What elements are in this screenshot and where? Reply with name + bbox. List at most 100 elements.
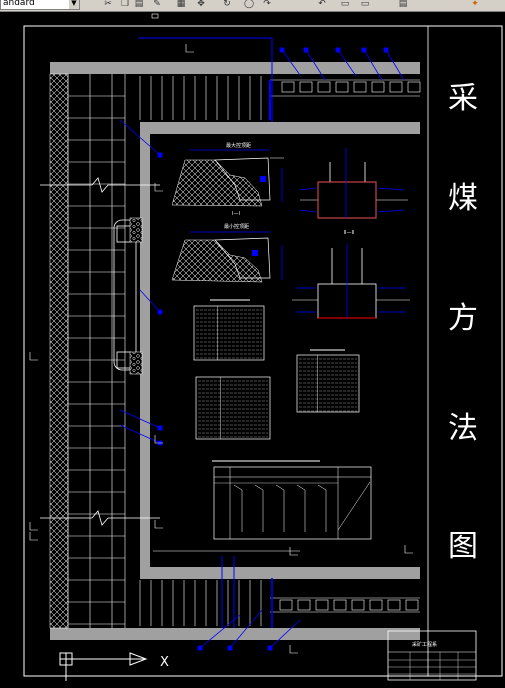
support-block-1 — [129, 217, 143, 243]
section-markers — [29, 44, 413, 654]
break-lines — [40, 177, 160, 526]
lower-roadway-chock — [387, 599, 401, 611]
title-char-4: 法 — [448, 411, 478, 446]
table-3 — [296, 349, 360, 413]
callout-leader — [385, 49, 405, 81]
support-column — [113, 219, 137, 371]
callout-leader — [229, 609, 263, 649]
max-control-section: 最大控顶距 Ⅰ—Ⅰ — [171, 142, 284, 217]
support-block-2 — [129, 351, 143, 375]
upper-roadway-chock — [299, 81, 313, 93]
callout-leader — [119, 119, 161, 156]
cycle-line — [296, 484, 306, 532]
upper-roadway-chock — [389, 81, 403, 93]
properties-icon[interactable]: ▤ — [398, 0, 408, 9]
upper-roadway-chock — [281, 81, 295, 93]
window-icon[interactable]: ▭ — [340, 0, 350, 9]
title-char-3: 方 — [448, 301, 478, 336]
roadway-section-1: Ⅱ—Ⅱ — [299, 148, 408, 236]
callout-tag — [279, 47, 285, 53]
cycle-line — [233, 484, 243, 532]
title-char-5: 图 — [448, 529, 478, 564]
pan-icon[interactable]: ✥ — [197, 0, 205, 9]
cycle-chart — [212, 460, 372, 540]
face-rows — [68, 95, 125, 625]
callout-leaders — [119, 47, 405, 651]
title-column — [427, 25, 503, 677]
callout-leader — [199, 614, 241, 649]
title-block: 采矿工程系 — [387, 630, 477, 681]
title-block-name: 采矿工程系 — [412, 641, 437, 648]
lower-roadway-chock — [405, 599, 419, 611]
drawing-canvas[interactable]: 采 煤 方 法 图 最大控顶距 — [0, 11, 505, 688]
lower-roadway-chock — [315, 599, 329, 611]
center-mark — [151, 13, 159, 19]
lower-roadway-chock — [297, 599, 311, 611]
layers-icon[interactable]: ▭ — [360, 0, 370, 9]
section-label-2: Ⅱ—Ⅱ — [344, 230, 354, 236]
callout-leader — [119, 424, 161, 444]
upper-roadway-chock — [353, 81, 367, 93]
callout-tag — [361, 47, 367, 53]
table-contents — [196, 306, 357, 439]
lower-roadway-chock — [369, 599, 383, 611]
max-control-caption: 最大控顶距 — [226, 142, 251, 149]
callout-tag — [157, 152, 163, 158]
lower-roadway-supports — [139, 580, 420, 626]
redo-icon[interactable]: ↷ — [263, 0, 271, 9]
title-char-1: 采 — [448, 81, 478, 116]
lower-roadway-chock — [279, 599, 293, 611]
callout-leader — [139, 289, 161, 313]
roadway-walls — [50, 62, 420, 640]
table-1 — [193, 299, 265, 361]
callout-leader — [281, 49, 301, 76]
callout-leader — [337, 49, 357, 77]
copy-icon[interactable]: ❐ — [120, 0, 130, 9]
rotate-icon[interactable]: ↻ — [223, 0, 231, 9]
lower-roadway-chock — [351, 599, 365, 611]
callout-tag — [197, 645, 203, 651]
callout-tag — [335, 47, 341, 53]
paste-icon[interactable]: ▤ — [134, 0, 144, 9]
axis-x-label: X — [160, 655, 169, 670]
callout-leader — [363, 49, 383, 81]
vertical-title: 采 煤 方 法 图 — [448, 81, 478, 564]
text-style-value: andard — [3, 0, 35, 8]
cycle-line — [275, 484, 285, 532]
cycle-line — [254, 484, 264, 532]
upper-roadway-chock — [335, 81, 349, 93]
callout-tag — [227, 645, 233, 651]
coal-rock-strip — [49, 73, 69, 629]
upper-roadway-chock — [317, 81, 331, 93]
min-control-caption: 最小控顶距 — [224, 223, 249, 230]
text-style-dropdown[interactable]: andard ▼ — [0, 0, 80, 10]
undo-icon[interactable]: ↶ — [318, 0, 326, 9]
callout-tag — [303, 47, 309, 53]
callout-tag — [157, 309, 163, 315]
paint-icon[interactable]: ✦ — [471, 0, 479, 9]
table-2 — [195, 376, 271, 440]
callout-tag — [157, 425, 163, 431]
callout-tag — [383, 47, 389, 53]
upper-roadway-chock — [371, 81, 385, 93]
grid-icon[interactable]: ▦ — [176, 0, 186, 9]
callout-leader — [305, 49, 326, 81]
section-label-1: Ⅰ—Ⅰ — [232, 211, 240, 217]
min-control-section: 最小控顶距 — [171, 223, 283, 283]
upper-roadway-chock — [407, 81, 421, 93]
upper-roadway-supports — [139, 76, 421, 120]
callout-leader — [269, 619, 301, 649]
toolbar: andard ▼ ✂ ❐ ▤ ✎ ▦ ✥ ↻ ◯ ↷ ↶ ▭ ▭ ▤ ✦ — [0, 0, 505, 12]
top-frame-line — [138, 37, 273, 122]
title-char-2: 煤 — [448, 181, 478, 216]
support-cap-top — [116, 225, 132, 243]
match-properties-icon[interactable]: ✎ — [153, 0, 161, 9]
cycle-line — [317, 484, 327, 532]
zoom-icon[interactable]: ◯ — [244, 0, 255, 9]
face-grid — [67, 74, 126, 628]
callout-tag — [267, 645, 273, 651]
callout-leader — [119, 409, 161, 429]
chevron-down-icon[interactable]: ▼ — [69, 0, 79, 9]
cut-icon[interactable]: ✂ — [104, 0, 112, 9]
roadway-section-2 — [292, 244, 410, 319]
